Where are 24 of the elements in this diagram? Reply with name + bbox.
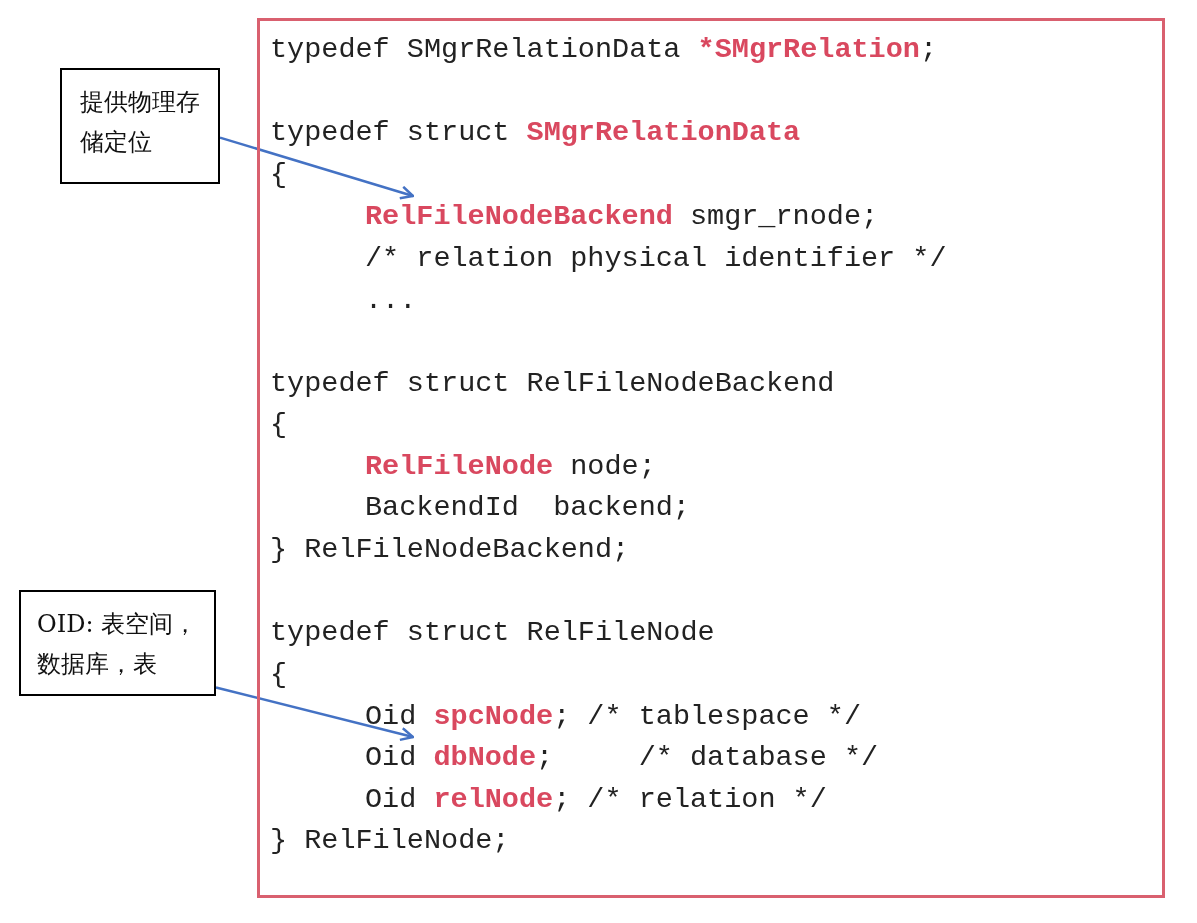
code-box <box>257 18 1165 898</box>
code-line: typedef struct RelFileNode <box>270 615 715 651</box>
code-line: { <box>270 657 288 693</box>
code-line: typedef struct RelFileNodeBackend <box>270 366 835 402</box>
code-line: typedef SMgrRelationData *SMgrRelation; <box>270 32 938 68</box>
code-line: RelFileNode node; <box>365 449 656 485</box>
callout-text: OID: 表空间，数据库，表 <box>37 609 199 680</box>
code-line: Oid relNode; /* relation */ <box>365 782 827 818</box>
callout-text: 提供物理存储定位 <box>80 87 201 158</box>
code-line: { <box>270 407 288 443</box>
code-line: typedef struct SMgrRelationData <box>270 115 801 151</box>
code-line: Oid spcNode; /* tablespace */ <box>365 699 861 735</box>
code-line: ... <box>365 283 417 319</box>
code-line: BackendId backend; <box>365 490 690 526</box>
leader-arrow <box>215 686 415 742</box>
code-line: RelFileNodeBackend smgr_rnode; <box>365 196 879 238</box>
leader-arrow <box>219 136 415 200</box>
code-line: Oid dbNode; /* database */ <box>365 737 879 779</box>
code-line: { <box>270 157 288 193</box>
callout-box <box>19 590 216 696</box>
code-line: /* relation physical identifier */ <box>365 241 947 277</box>
callout-box <box>60 68 220 184</box>
code-line: } RelFileNodeBackend; <box>270 532 630 568</box>
code-line: } RelFileNode; <box>270 823 510 859</box>
